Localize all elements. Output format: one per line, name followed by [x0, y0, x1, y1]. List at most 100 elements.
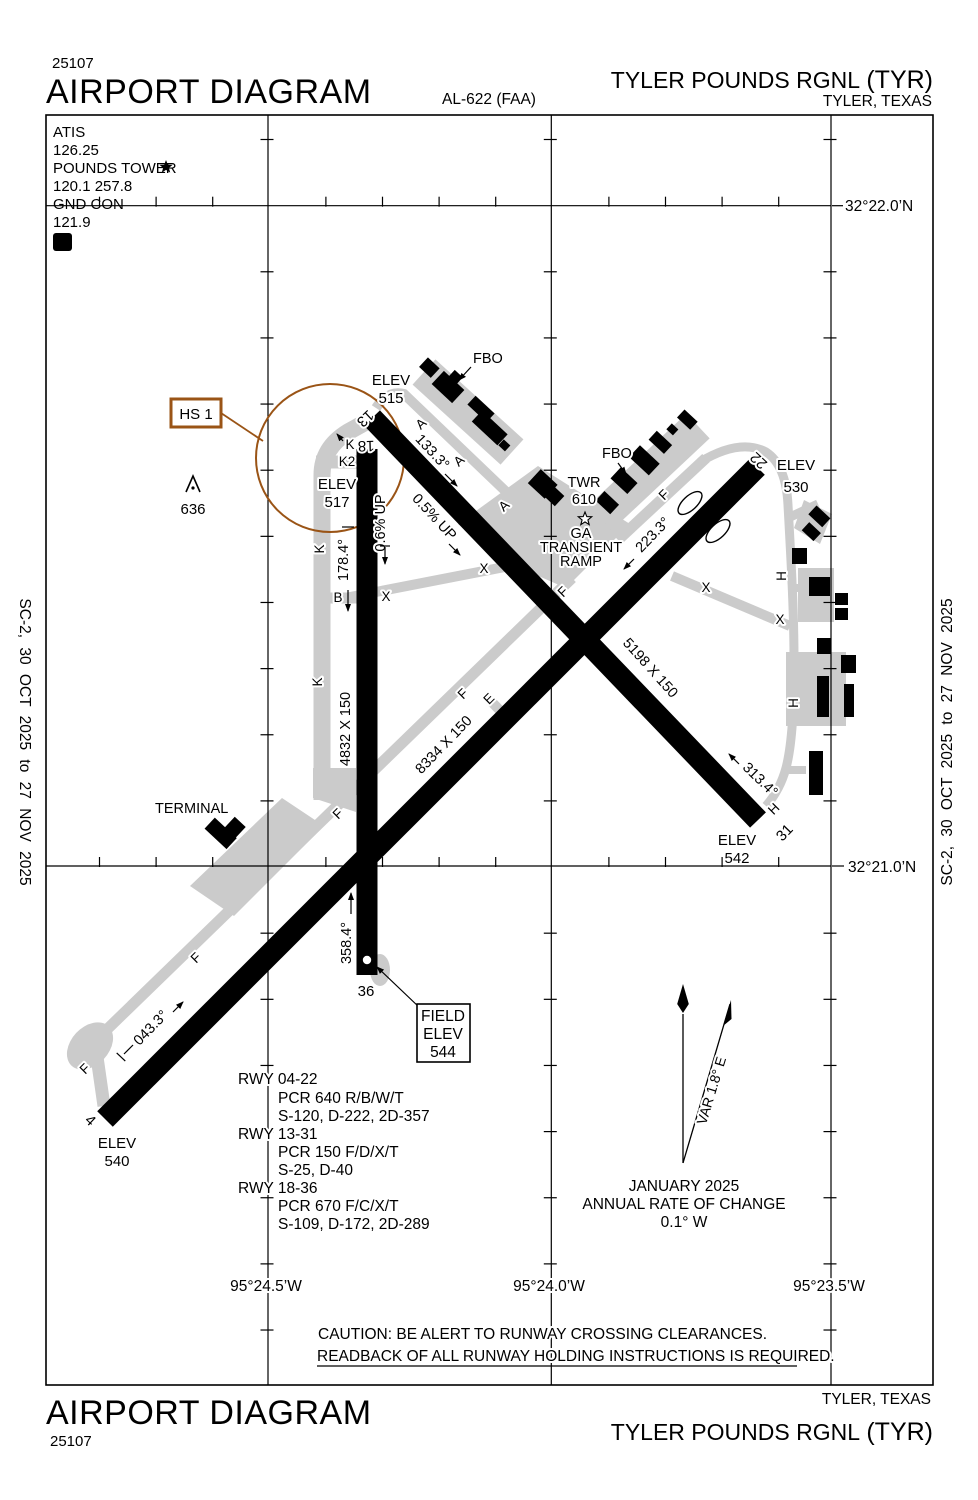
field-elev-3: 544	[430, 1044, 456, 1061]
fbo-building	[629, 445, 660, 476]
tw-x2: X	[479, 561, 488, 576]
buildings	[204, 357, 856, 850]
rwydata-l3: S-120, D-222, 2D-357	[278, 1108, 430, 1125]
rwydata-l8: PCR 670 F/C/X/T	[278, 1198, 399, 1215]
hotspot-leader	[220, 412, 264, 442]
gnd-label: GND CON	[53, 196, 124, 213]
elev-04-label: ELEV	[98, 1135, 136, 1152]
twr-label: TWR	[567, 475, 600, 491]
obstacle-elev: 636	[180, 501, 205, 518]
rwy36-number: 36	[358, 983, 375, 1000]
tw-f2: F	[188, 950, 204, 966]
tower-freq: 120.1 257.8	[53, 178, 132, 195]
rwy31-number: 31	[773, 821, 797, 845]
tower-label: POUNDS TOWER	[53, 160, 177, 177]
hold-symbol: D	[57, 235, 67, 251]
lat-label-bottom: 32°21.0’N	[848, 859, 916, 876]
runway-36-end-dot	[362, 955, 372, 965]
fbo-label-2: FBO	[602, 446, 632, 462]
elev-13-label: ELEV	[372, 372, 410, 389]
elev-22-label: ELEV	[777, 457, 815, 474]
airport-code: (TYR)	[866, 66, 933, 94]
hotspot-label: HS 1	[179, 406, 212, 423]
tw-x3: X	[701, 580, 710, 595]
frequency-block: ATIS 126.25 POUNDS TOWER 120.1 257.8 GND…	[53, 124, 177, 251]
caution-line1: CAUTION: BE ALERT TO RUNWAY CROSSING CLE…	[318, 1326, 767, 1343]
tw-f1: F	[330, 806, 346, 822]
hdg-043: 043.3°	[131, 1008, 172, 1049]
fbo-label-1: FBO	[473, 351, 503, 367]
rwydata-l4: RWY 13-31	[238, 1126, 318, 1143]
rwydata-l9: S-109, D-172, 2D-289	[278, 1216, 430, 1233]
tw-f4: F	[455, 686, 471, 702]
tw-x4: X	[775, 612, 784, 627]
pond-shape	[677, 490, 703, 516]
rwy4-number: 4	[81, 1112, 99, 1130]
elev-13-value: 515	[378, 390, 403, 407]
atis-freq: 126.25	[53, 142, 99, 159]
rwydata-l2: PCR 640 R/B/W/T	[278, 1090, 404, 1107]
al-number: AL-622 (FAA)	[442, 91, 536, 108]
ga-ramp-2: TRANSIENT	[540, 540, 622, 556]
tw-k4: K	[310, 677, 325, 686]
elev-04-value: 540	[104, 1153, 129, 1170]
elev-31-label: ELEV	[718, 832, 756, 849]
rwydata-l5: PCR 150 F/D/X/T	[278, 1144, 399, 1161]
footer-city-state: TYLER, TEXAS	[822, 1391, 931, 1408]
rwy18-36-dims: 4832 X 150	[338, 692, 354, 766]
tw-x1: X	[381, 589, 390, 604]
field-elev-2: ELEV	[423, 1026, 463, 1043]
twr-star-icon	[576, 510, 594, 526]
lon-label-mid: 95°24.0’W	[513, 1278, 585, 1295]
twr-elev: 610	[572, 492, 596, 508]
edge-date-right: SC-2, 30 OCT 2025 to 27 NOV 2025	[939, 598, 956, 885]
airport-name: TYLER POUNDS RGNL	[611, 67, 860, 93]
slope-06: 0.6% UP	[373, 494, 389, 551]
obstacle-symbol	[185, 474, 201, 493]
lon-label-left: 95°24.5’W	[230, 1278, 302, 1295]
atis-label: ATIS	[53, 124, 85, 141]
tw-h2: H	[786, 698, 801, 708]
rwydata-l6: S-25, D-40	[278, 1162, 353, 1179]
north-arrow	[677, 984, 732, 1164]
tw-k3: K	[312, 544, 327, 553]
field-elev-box	[416, 1003, 471, 1063]
tw-k2: K2	[339, 454, 356, 469]
tw-k-arrow: K	[345, 437, 354, 452]
rwydata-l7: RWY 18-36	[238, 1180, 318, 1197]
map-border	[45, 114, 934, 1386]
footer-airport-name: TYLER POUNDS RGNL	[611, 1419, 860, 1445]
hdg-358: 358.4°	[339, 922, 355, 964]
footer-title: AIRPORT DIAGRAM	[46, 1394, 372, 1432]
edge-date-left: SC-2, 30 OCT 2025 to 27 NOV 2025	[16, 598, 33, 885]
lat-label-top: 32°22.0’N	[845, 198, 913, 215]
ga-ramp-3: RAMP	[560, 554, 602, 570]
rwydata-l1: RWY 04-22	[238, 1071, 318, 1088]
mag-var-rate1: ANNUAL RATE OF CHANGE	[582, 1196, 785, 1213]
mag-var-date: JANUARY 2025	[629, 1178, 740, 1195]
tower-star-icon	[159, 160, 173, 173]
runway-13-31	[364, 410, 766, 828]
hdg-178: 178.4°	[336, 539, 352, 581]
var-label: VAR 1.8° E	[693, 1055, 729, 1127]
hold-symbol-box	[53, 233, 72, 251]
mag-var-rate2: 0.1° W	[661, 1214, 708, 1231]
rwy18-number: 18	[358, 437, 375, 455]
lon-label-right: 95°23.5’W	[793, 1278, 865, 1295]
terminal-label: TERMINAL	[155, 801, 228, 817]
footer-airport-code: (TYR)	[866, 1418, 933, 1446]
graticule	[46, 115, 844, 1385]
tw-h1: H	[774, 571, 789, 581]
caution-line2: READBACK OF ALL RUNWAY HOLDING INSTRUCTI…	[317, 1348, 835, 1365]
page-title: AIRPORT DIAGRAM	[46, 73, 372, 111]
elev-18-label: ELEV	[318, 476, 356, 493]
elev-18-value: 517	[324, 494, 349, 511]
gnd-freq: 121.9	[53, 214, 91, 231]
city-state: TYLER, TEXAS	[823, 93, 932, 110]
ga-ramp-1: GA	[571, 526, 592, 542]
pond-shape	[705, 518, 731, 544]
plate-number-top: 25107	[52, 55, 94, 72]
plate-number-bottom: 25107	[50, 1433, 92, 1450]
